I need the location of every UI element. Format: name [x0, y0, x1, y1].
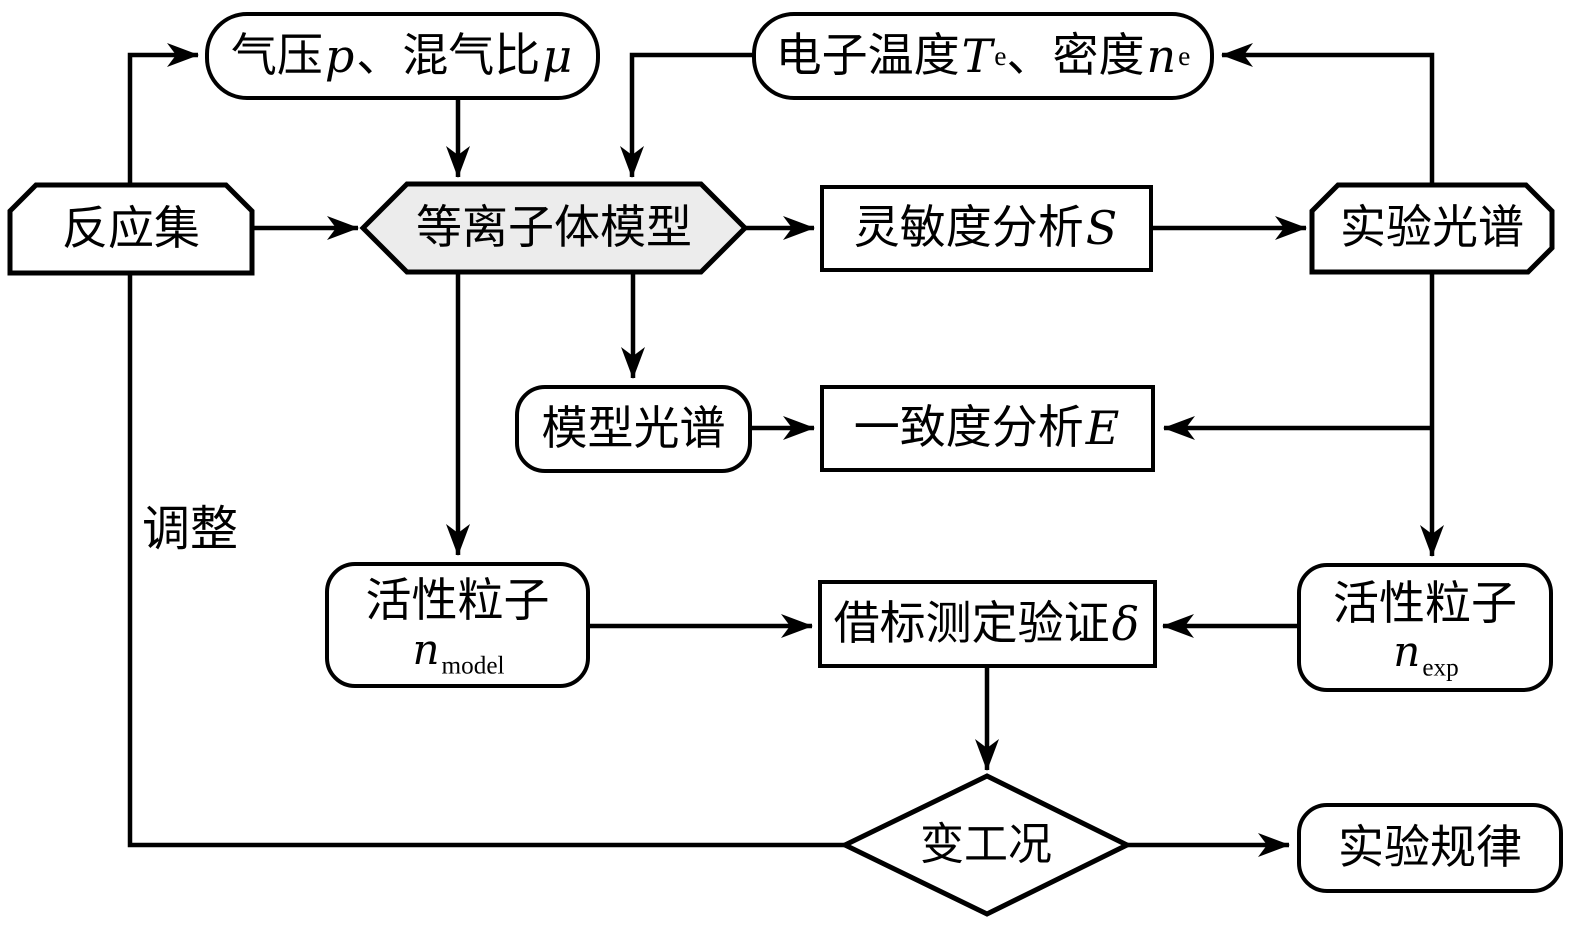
model-spectrum-label: 模型光谱 [541, 402, 726, 454]
consistency-label-cn: 一致度分析 [853, 402, 1084, 454]
pressure-symbol-mu: μ [542, 28, 573, 83]
nexp-symbol-n: n [1393, 627, 1421, 677]
node-experimental-law: 实验规律 [1297, 803, 1563, 893]
consistency-symbol-E: E [1085, 401, 1120, 456]
plasma-model-label: 等离子体模型 [416, 201, 692, 253]
reaction-set-shape [7, 182, 255, 276]
nexp-label-cn: 活性粒子 [1333, 577, 1517, 629]
verification-symbol-delta: δ [1111, 596, 1140, 651]
plasma-hexagon-shape [359, 181, 749, 275]
edge-feedback-adjust-loop [127, 43, 845, 848]
node-plasma-model: 等离子体模型 [363, 184, 745, 272]
node-exp-spectrum: 实验光谱 [1312, 185, 1552, 272]
nexp-sub: exp [1422, 654, 1459, 682]
electron-label-cn1: 电子温度 [775, 29, 960, 81]
node-active-particles-model: 活性粒子 nmodel [325, 562, 590, 688]
nmodel-label-cn: 活性粒子 [365, 575, 550, 627]
nmodel-symbol-n: n [412, 624, 440, 674]
edge-electron-to-plasma [620, 52, 752, 178]
decision-label: 变工况 [920, 819, 1052, 869]
exp-law-label: 实验规律 [1338, 821, 1522, 873]
pressure-label-cn2: 、混气比 [356, 29, 541, 81]
node-reaction-set: 反应集 [10, 185, 252, 273]
electron-symbol-n: n [1146, 28, 1177, 83]
node-decision-change-condition: 变工况 [845, 776, 1127, 914]
electron-label-cn2: 、密度 [1006, 29, 1145, 81]
nmodel-sub: model [441, 652, 505, 680]
adjust-edge-label: 调整 [142, 503, 239, 556]
decision-diamond-shape [839, 773, 1133, 917]
exp-spectrum-shape [1309, 182, 1555, 275]
electron-symbol-T: T [961, 28, 993, 83]
pressure-label-cn1: 气压 [230, 29, 323, 81]
node-active-particles-exp: 活性粒子 nexp [1297, 563, 1553, 692]
sensitivity-label-cn: 灵敏度分析 [853, 202, 1084, 254]
exp-spectrum-label: 实验光谱 [1340, 202, 1524, 254]
sensitivity-symbol-S: S [1085, 201, 1118, 256]
node-model-spectrum: 模型光谱 [515, 385, 752, 473]
edge-expspectrum-to-electron [1221, 43, 1435, 185]
verification-label-cn: 借标测定验证 [833, 597, 1110, 649]
pressure-symbol-p: p [324, 28, 355, 83]
reaction-set-label: 反应集 [62, 202, 200, 254]
